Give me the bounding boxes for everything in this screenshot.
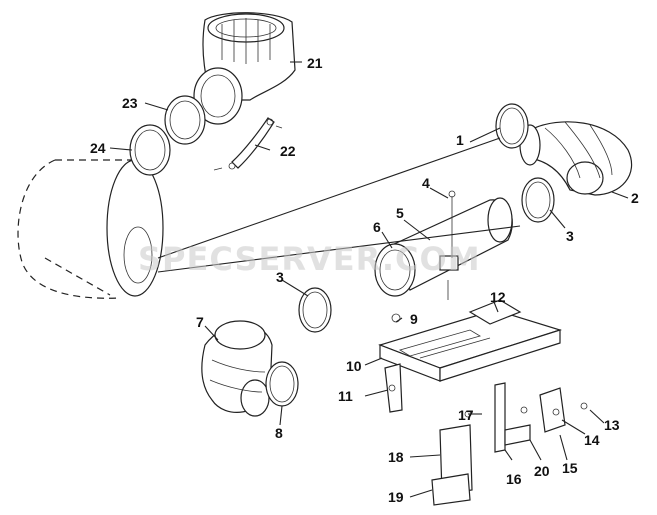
clamp-23 xyxy=(164,95,206,145)
clamp-24 xyxy=(129,124,171,176)
air-cleaner-housing xyxy=(17,159,164,299)
callout-22: 22 xyxy=(280,143,296,159)
inlet-hood xyxy=(193,12,296,125)
leader-lines xyxy=(109,61,629,498)
callout-7: 7 xyxy=(196,314,204,330)
clamp-3-upper xyxy=(521,177,555,223)
support-strap xyxy=(213,117,283,171)
callout-3-lower: 3 xyxy=(276,269,284,285)
elbow-hose-upper xyxy=(519,121,633,196)
callout-16: 16 xyxy=(506,471,522,487)
callout-3-upper: 3 xyxy=(566,228,574,244)
routing-line xyxy=(157,137,501,259)
callout-12: 12 xyxy=(490,289,506,305)
callout-14: 14 xyxy=(584,432,600,448)
callout-21: 21 xyxy=(307,55,323,71)
intake-tube xyxy=(374,190,513,300)
callout-4: 4 xyxy=(422,175,430,191)
callout-19: 19 xyxy=(388,489,404,505)
callout-labels: 1 2 3 4 5 6 3 7 8 9 10 11 12 13 14 15 16… xyxy=(90,55,639,505)
callout-24: 24 xyxy=(90,140,106,156)
clamp-8 xyxy=(265,361,299,407)
routing-line-2 xyxy=(157,225,521,273)
callout-23: 23 xyxy=(122,95,138,111)
watermark: SPECSERVER.COM xyxy=(138,240,481,278)
callout-2: 2 xyxy=(631,190,639,206)
callout-11: 11 xyxy=(338,388,353,404)
callout-10: 10 xyxy=(346,358,362,374)
callout-6: 6 xyxy=(373,219,381,235)
callout-1: 1 xyxy=(456,132,464,148)
bracket-assembly xyxy=(378,299,588,506)
elbow-hose-lower xyxy=(201,320,273,417)
callout-17: 17 xyxy=(458,407,474,423)
callout-8: 8 xyxy=(275,425,283,441)
clamp-1 xyxy=(495,103,529,149)
callout-18: 18 xyxy=(388,449,404,465)
callout-5: 5 xyxy=(396,205,404,221)
callout-20: 20 xyxy=(534,463,550,479)
callout-9: 9 xyxy=(410,311,418,327)
callout-15: 15 xyxy=(562,460,578,476)
callout-13: 13 xyxy=(604,417,620,433)
clamp-3-lower xyxy=(298,287,332,333)
